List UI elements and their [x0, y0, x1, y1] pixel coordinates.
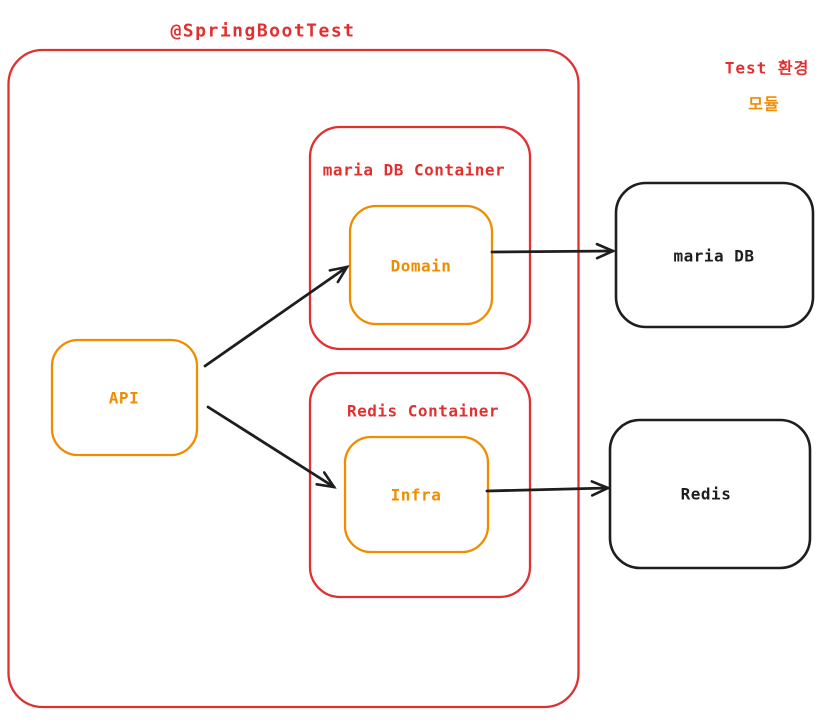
api-node-label: API [109, 389, 139, 408]
arrow-api-to-infra[interactable] [206, 405, 337, 489]
infra-node-label: Infra [391, 486, 442, 505]
arrow-domain-to-mariadb[interactable] [490, 242, 617, 260]
arrow-api-to-domain[interactable] [203, 265, 350, 368]
domain-node-label: Domain [391, 257, 452, 276]
redis-node-label: Redis [681, 485, 732, 504]
maria-db-container-box[interactable] [308, 125, 532, 351]
domain-node-box[interactable] [348, 204, 494, 326]
redis-container-label: Redis Container [347, 402, 499, 421]
infra-node-box[interactable] [343, 435, 490, 554]
redis-container-box[interactable] [308, 371, 532, 599]
springboottest-boundary-box[interactable] [7, 48, 580, 709]
legend-test-env-label: Test 환경 [725, 59, 810, 78]
api-node-box[interactable] [50, 338, 199, 457]
diagram-title: @SpringBootTest [170, 21, 355, 42]
legend-module-label: 모듈 [748, 95, 779, 114]
maria-db-container-label: maria DB Container [323, 161, 505, 180]
maria-db-node-label: maria DB [673, 247, 754, 266]
arrow-infra-to-redis[interactable] [485, 480, 612, 497]
